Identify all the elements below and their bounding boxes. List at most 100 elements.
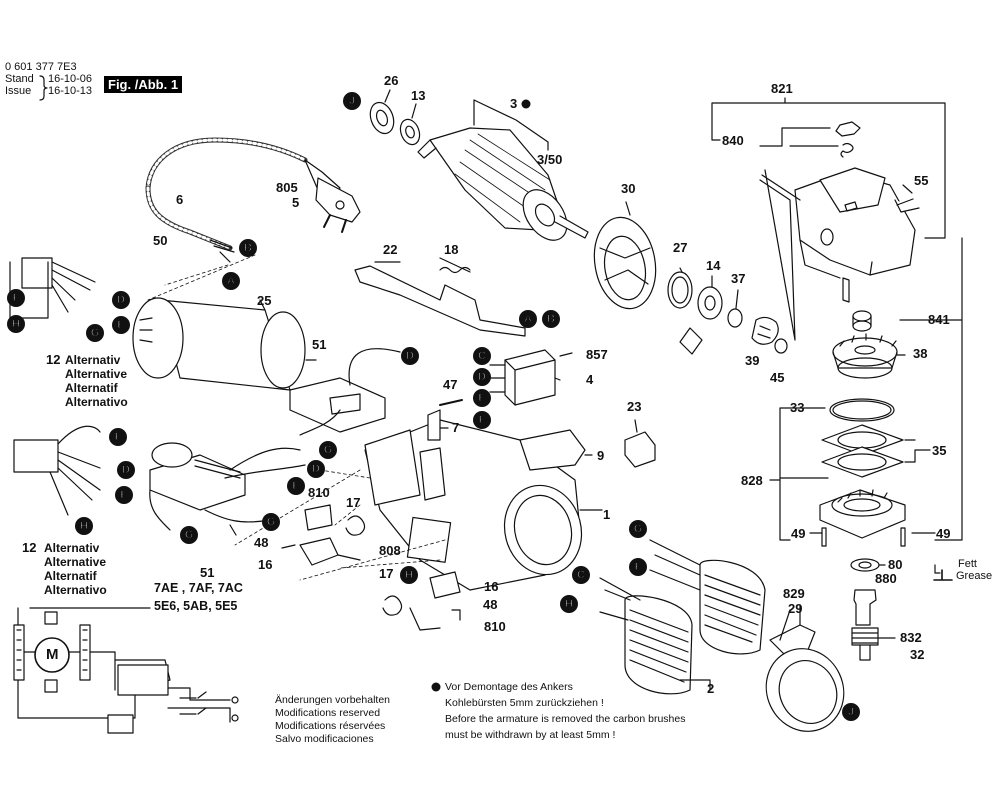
- terminal-block-12-b: [13, 425, 101, 516]
- armature-note-de1: Vor Demontage des Ankers: [445, 681, 573, 693]
- callout-13: 13: [411, 88, 426, 103]
- note-bullet: [431, 682, 441, 692]
- callout-841: 841: [928, 312, 950, 327]
- screw-7: [427, 399, 463, 441]
- svg-text:F: F: [635, 561, 642, 573]
- armature-note-en1: Before the armature is removed the carbo…: [445, 713, 686, 725]
- svg-text:B: B: [244, 242, 252, 254]
- callout-4: 4: [586, 372, 594, 387]
- badge-F-switch: F: [473, 411, 491, 429]
- callout-14: 14: [706, 258, 721, 273]
- callout-30: 30: [621, 181, 636, 196]
- badge-G-term12a: G: [86, 324, 104, 342]
- badge-H-brush: H: [400, 566, 418, 584]
- badge-G-brush: G: [262, 513, 280, 531]
- callout-23: 23: [627, 399, 642, 414]
- badge-A-switch: A: [519, 310, 537, 328]
- badge-C-switch: C: [473, 347, 491, 365]
- badge-E-switch: E: [473, 389, 491, 407]
- bearing-stack: [667, 267, 788, 355]
- callout-49-right: 49: [936, 526, 951, 541]
- armature-note-en2: must be withdrawn by at least 5mm !: [445, 729, 616, 741]
- svg-text:G: G: [324, 444, 333, 456]
- badge-F-term12b: F: [109, 428, 127, 446]
- motor-symbol: M: [46, 646, 59, 663]
- svg-text:E: E: [292, 480, 299, 492]
- callout-880: 880: [875, 571, 897, 586]
- power-cord: [145, 137, 361, 263]
- callout-12-bottom: 12: [22, 540, 37, 555]
- svg-text:D: D: [312, 463, 320, 475]
- svg-text:E: E: [120, 489, 127, 501]
- variant-codes-line2: 5E6, 5AB, 5E5: [154, 599, 238, 613]
- callout-840: 840: [722, 133, 744, 148]
- callout-35: 35: [932, 443, 947, 458]
- callout-51-top: 51: [312, 337, 327, 352]
- bevel-gear-38: [832, 333, 906, 379]
- grease-de: Fett: [958, 558, 977, 570]
- electronic-module-51-a: [289, 348, 401, 436]
- wiring-schematic: [13, 607, 239, 734]
- spindle: [850, 558, 896, 661]
- gear-housing: [794, 121, 920, 332]
- callout-6: 6: [176, 192, 184, 207]
- grease-symbol: [933, 564, 953, 581]
- svg-text:H: H: [565, 598, 573, 610]
- svg-text:H: H: [12, 318, 20, 330]
- callout-37: 37: [731, 271, 746, 286]
- badge-H-coil: H: [560, 595, 578, 613]
- callout-51-bottom: 51: [200, 565, 215, 580]
- label-808: [406, 516, 452, 563]
- callout-810-right: 810: [484, 619, 506, 634]
- badge-G-module51a: G: [319, 441, 337, 459]
- svg-text:G: G: [267, 516, 276, 528]
- callout-25: 25: [257, 293, 272, 308]
- callout-808: 808: [379, 543, 401, 558]
- badge-H-term12b: H: [75, 517, 93, 535]
- modifications-note: Änderungen vorbehalten Modifications res…: [275, 694, 391, 745]
- callout-22: 22: [383, 242, 398, 257]
- badge-J-bearing: J: [343, 92, 361, 110]
- badge-C-coil: C: [572, 566, 590, 584]
- badge-A-cord: A: [222, 272, 240, 290]
- svg-text:D: D: [117, 294, 125, 306]
- callout-32: 32: [910, 647, 925, 662]
- flange-assembly: [809, 398, 936, 547]
- callout-829: 829: [783, 586, 805, 601]
- svg-text:F: F: [115, 431, 122, 443]
- callout-3: 3: [510, 96, 518, 111]
- callout-16-right: 16: [484, 579, 499, 594]
- badge-D-term12a: D: [112, 291, 130, 309]
- badge-B-cord: B: [239, 239, 257, 257]
- callout-821: 821: [771, 81, 793, 96]
- switch-block-4: [489, 349, 573, 406]
- svg-text:H: H: [405, 569, 413, 581]
- stand-label: Stand: [5, 73, 34, 85]
- reference-lines: [147, 254, 446, 581]
- badge-E-term12a: E: [112, 316, 130, 334]
- alternativ-text-bottom: Alternativ Alternative Alternatif Altern…: [44, 541, 107, 597]
- callout-27: 27: [673, 240, 688, 255]
- callout-1: 1: [603, 507, 611, 522]
- svg-text:D: D: [406, 350, 414, 362]
- dot-3: [521, 99, 531, 109]
- badge-E-term12b: E: [115, 486, 133, 504]
- callout-38: 38: [913, 346, 928, 361]
- badge-D-term12b: D: [117, 461, 135, 479]
- callout-49-left: 49: [791, 526, 806, 541]
- svg-text:H: H: [80, 520, 88, 532]
- callout-810-left: 810: [308, 485, 330, 500]
- variant-codes-line1: 7AE , 7AF, 7AC: [154, 581, 243, 595]
- field-coils: [599, 539, 766, 695]
- svg-text:D: D: [478, 371, 486, 383]
- callout-17-left: 17: [346, 495, 361, 510]
- badge-D-switch: D: [473, 368, 491, 386]
- callout-16-left: 16: [258, 557, 273, 572]
- grouping-brackets: [711, 97, 963, 541]
- svg-text:E: E: [117, 319, 124, 331]
- badge-J-guard: J: [842, 703, 860, 721]
- callout-832: 832: [900, 630, 922, 645]
- svg-text:F: F: [13, 292, 20, 304]
